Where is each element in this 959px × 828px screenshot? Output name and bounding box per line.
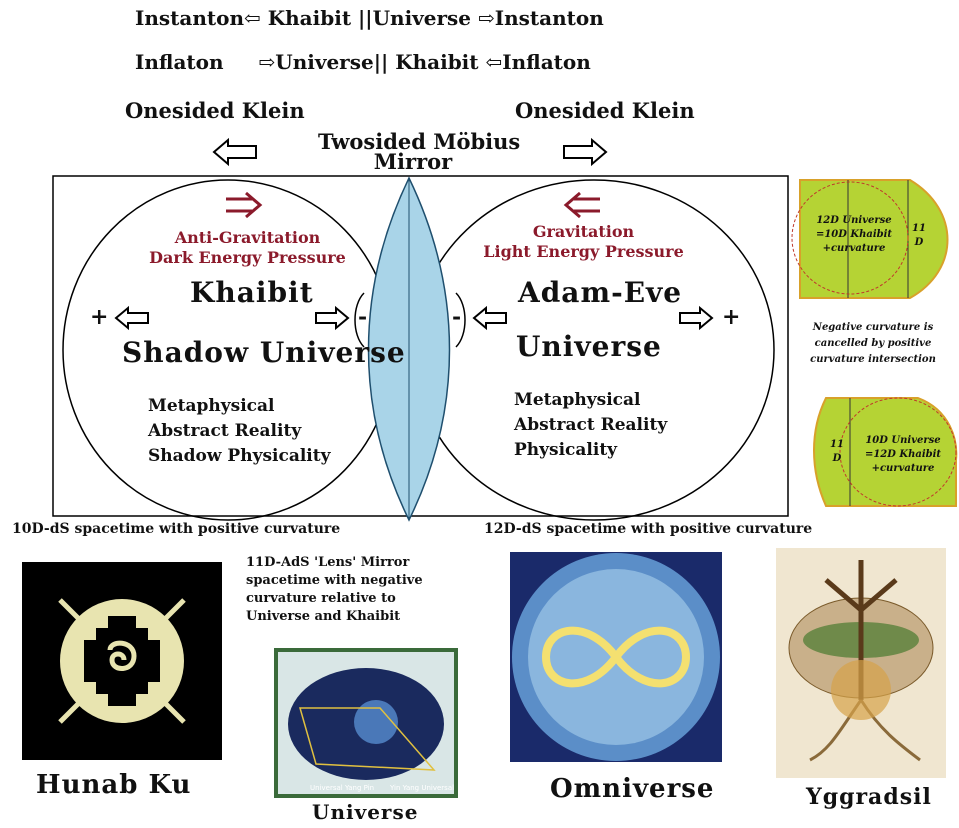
universe-forces: Gravitation Light Energy Pressure bbox=[466, 222, 701, 262]
header-line-2: Inflaton ⇨Universe|| Khaibit ⇦Inflaton bbox=[135, 50, 591, 74]
mobius-label: Twosided Möbius Mirror bbox=[318, 129, 521, 174]
yggdrasil-label: Yggradsil bbox=[806, 784, 932, 810]
caption-11d-1: 11D-AdS 'Lens' Mirror bbox=[246, 555, 410, 570]
khaibit-forces: Anti-Gravitation Dark Energy Pressure bbox=[135, 228, 360, 268]
header-inflaton-right: Inflaton bbox=[502, 50, 591, 74]
khaibit-inward-arrow-icon bbox=[315, 305, 350, 331]
gravitation-arrow-icon bbox=[563, 191, 600, 219]
caption-11d-4: Universe and Khaibit bbox=[246, 609, 401, 624]
mobius-line-1: Twosided Möbius bbox=[318, 129, 521, 154]
universe-outward-arrow-icon bbox=[679, 305, 714, 331]
omniverse-image bbox=[510, 552, 722, 762]
universe-force-2: Light Energy Pressure bbox=[483, 242, 684, 261]
side-top-edge-1: 11 bbox=[912, 223, 926, 234]
side-note: Negative curvature is cancelled by posit… bbox=[793, 320, 953, 368]
side-top-edge-2: D bbox=[914, 237, 924, 248]
caption-11d-3: curvature relative to bbox=[246, 591, 396, 606]
side-bottom-line-1: 10D Universe bbox=[865, 435, 941, 446]
yggdrasil-image bbox=[776, 548, 946, 778]
caption-10d: 10D-dS spacetime with positive curvature bbox=[12, 521, 341, 537]
right-arrow-icon: ⇨ bbox=[258, 50, 276, 74]
universe-desc-1: Metaphysical bbox=[514, 390, 641, 410]
universe-desc-3: Physicality bbox=[514, 440, 618, 460]
side-bottom-shape bbox=[813, 397, 958, 507]
side-note-2: cancelled by positive bbox=[814, 338, 932, 349]
header-khaibit: Khaibit bbox=[267, 6, 352, 30]
khaibit-minus: - bbox=[358, 304, 368, 330]
side-top-line-3: +curvature bbox=[822, 243, 886, 254]
hunab-ku-label: Hunab Ku bbox=[36, 770, 192, 800]
khaibit-outward-arrow-icon bbox=[114, 305, 149, 331]
khaibit-plus: + bbox=[90, 304, 109, 330]
khaibit-desc-1: Metaphysical bbox=[148, 396, 275, 416]
frame-rectangle bbox=[52, 175, 789, 517]
side-bottom-line-3: +curvature bbox=[871, 463, 935, 474]
header-khaibit-2: Khaibit bbox=[395, 50, 479, 74]
side-bottom-edge: 11 D bbox=[830, 438, 844, 466]
universe-egg-image: Universal Yang Pin Yin Yang Universal bbox=[274, 648, 458, 798]
svg-text:Universal Yang Pin: Universal Yang Pin bbox=[310, 784, 374, 792]
klein-left-arrow-icon bbox=[212, 137, 257, 167]
side-bottom-edge-2: D bbox=[832, 453, 842, 464]
omniverse-label: Omniverse bbox=[550, 774, 715, 804]
khaibit-desc-2: Abstract Reality bbox=[148, 421, 302, 441]
khaibit-force-1: Anti-Gravitation bbox=[174, 228, 321, 247]
header-inflaton-left: Inflaton bbox=[135, 50, 224, 74]
universe-desc-2: Abstract Reality bbox=[514, 415, 668, 435]
side-note-1: Negative curvature is bbox=[812, 322, 934, 333]
side-bottom-text: 10D Universe =12D Khaibit +curvature bbox=[852, 434, 954, 476]
universe-bracket bbox=[455, 292, 466, 348]
mobius-line-2: Mirror bbox=[373, 149, 453, 174]
klein-left-label: Onesided Klein bbox=[125, 98, 305, 123]
khaibit-bracket bbox=[354, 292, 365, 348]
side-note-3: curvature intersection bbox=[810, 354, 936, 365]
klein-right-arrow-icon bbox=[563, 137, 608, 167]
khaibit-title: Khaibit bbox=[190, 276, 314, 309]
shadow-universe-title: Shadow Universe bbox=[122, 336, 406, 369]
anti-gravitation-arrow-icon bbox=[226, 191, 263, 219]
universe-minus: - bbox=[452, 304, 462, 330]
header-instanton-right: Instanton bbox=[494, 6, 604, 30]
left-arrow-icon: ⇦ bbox=[244, 6, 261, 30]
side-top-text: 12D Universe =10D Khaibit +curvature bbox=[802, 214, 906, 256]
caption-12d: 12D-dS spacetime with positive curvature bbox=[484, 521, 813, 537]
universe-inward-arrow-icon bbox=[472, 305, 507, 331]
universe-title: Universe bbox=[516, 330, 662, 363]
adam-eve-title: Adam-Eve bbox=[518, 276, 683, 309]
side-top-line-1: 12D Universe bbox=[816, 215, 892, 226]
header-line-1: Instanton⇦ Khaibit ||Universe ⇨Instanton bbox=[135, 6, 604, 30]
side-top-edge: 11 D bbox=[912, 222, 926, 250]
side-bottom-edge-1: 11 bbox=[830, 439, 844, 450]
universe-image-label: Universe bbox=[312, 800, 419, 824]
universe-description: Metaphysical Abstract Reality Physicalit… bbox=[514, 388, 667, 463]
left-arrow-icon: ⇦ bbox=[485, 50, 503, 74]
khaibit-desc-3: Shadow Physicality bbox=[148, 446, 331, 466]
header-universe: ||Universe bbox=[358, 6, 472, 30]
header-universe-2: Universe|| bbox=[275, 50, 389, 74]
caption-11d: 11D-AdS 'Lens' Mirror spacetime with neg… bbox=[246, 554, 423, 626]
klein-right-label: Onesided Klein bbox=[515, 98, 695, 123]
hunab-ku-image bbox=[22, 562, 222, 760]
right-arrow-icon: ⇨ bbox=[478, 6, 495, 30]
khaibit-force-2: Dark Energy Pressure bbox=[149, 248, 346, 267]
svg-text:Yin Yang Universal: Yin Yang Universal bbox=[389, 784, 454, 792]
side-top-shape bbox=[791, 179, 949, 299]
khaibit-description: Metaphysical Abstract Reality Shadow Phy… bbox=[148, 394, 331, 469]
universe-force-1: Gravitation bbox=[532, 222, 635, 241]
caption-11d-2: spacetime with negative bbox=[246, 573, 423, 588]
universe-plus: + bbox=[722, 304, 741, 330]
side-top-line-2: =10D Khaibit bbox=[815, 229, 893, 240]
side-bottom-line-2: =12D Khaibit bbox=[864, 449, 942, 460]
header-instanton-left: Instanton bbox=[135, 6, 245, 30]
